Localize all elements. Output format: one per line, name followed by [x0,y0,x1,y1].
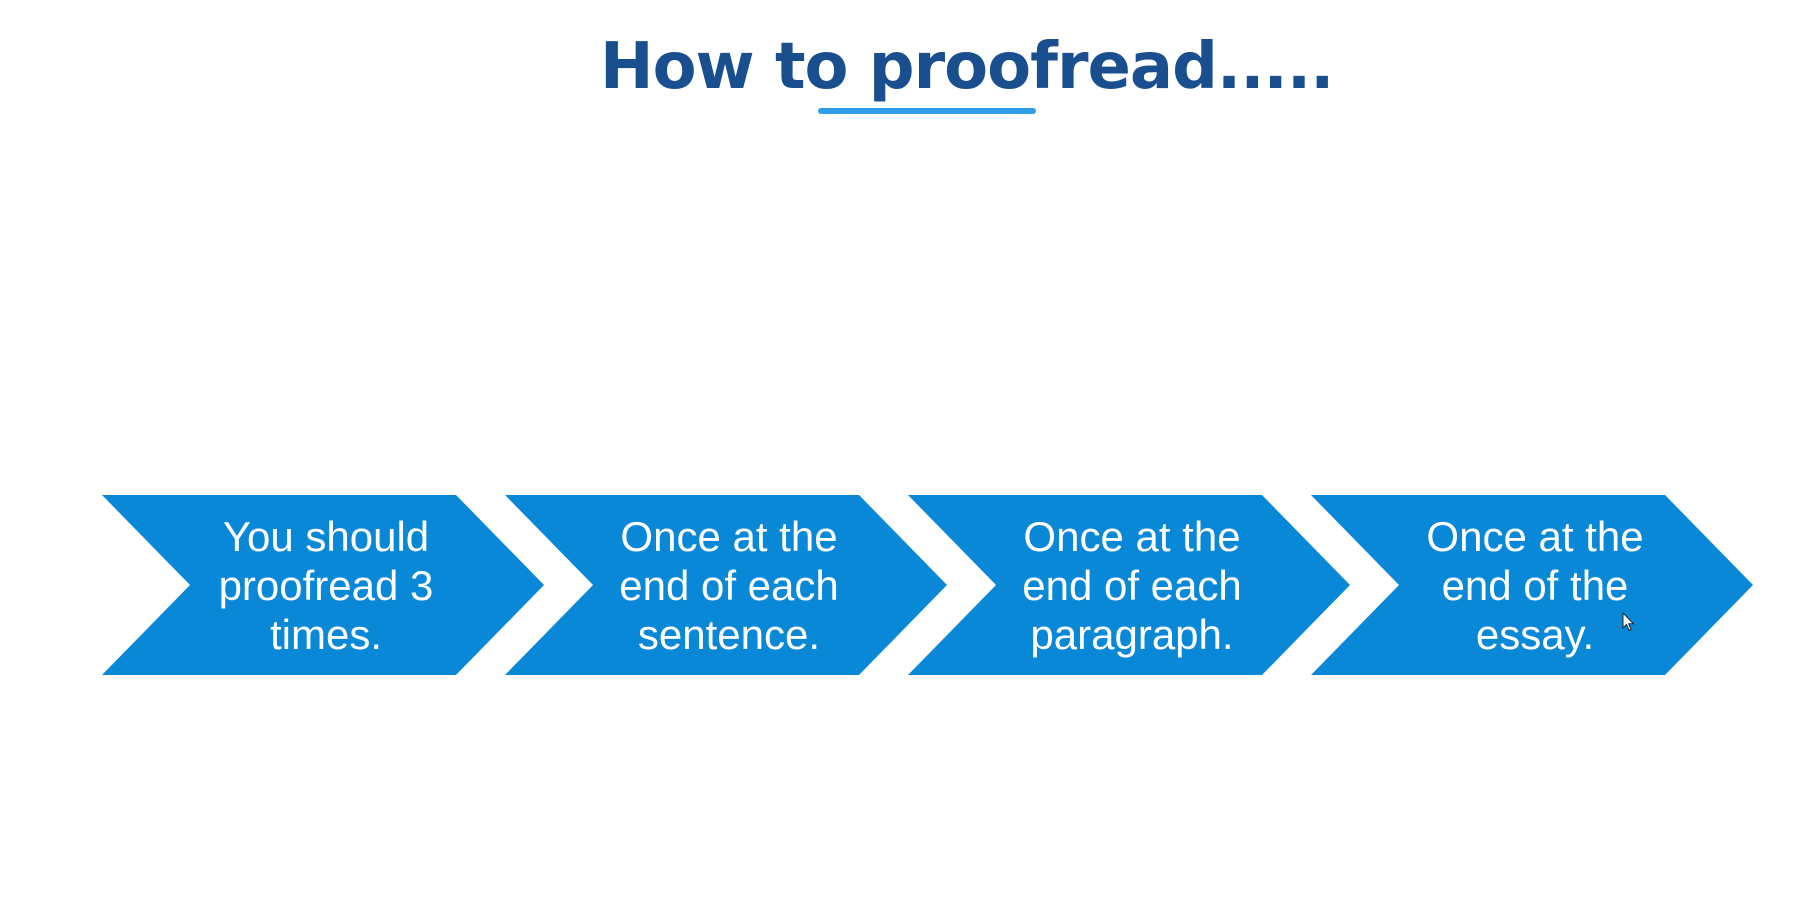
mouse-pointer-icon [1622,612,1635,632]
step-4-label: Once at the end of the essay. [1426,512,1644,658]
step-3-label: Once at the end of each paragraph. [1022,512,1242,658]
chevron-step-3 [908,495,1350,675]
step-1-label: You should proofread 3 times. [218,512,434,658]
step-2-label: Once at the end of each sentence. [619,512,839,658]
title-container: How to proofread..... [600,22,1334,112]
page-title: How to proofread..... [600,30,1334,104]
chevron-step-4 [1311,495,1753,675]
title-underline [818,108,1036,114]
chevron-step-2 [505,495,947,675]
chevron-step-1 [102,495,544,675]
